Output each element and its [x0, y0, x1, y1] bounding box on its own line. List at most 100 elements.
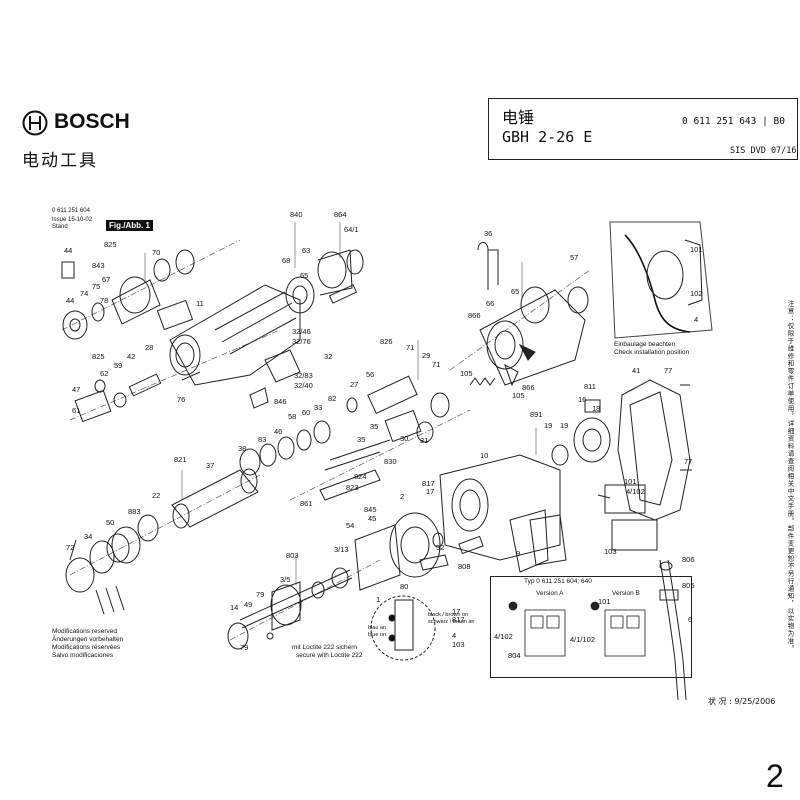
diagram-number: 0 611 251 604 [52, 208, 90, 214]
part-label: 804 [508, 651, 521, 660]
typ-label: Typ 0 611 251 604; 640 [524, 578, 592, 585]
part-label: 42 [127, 352, 136, 361]
part-label: 46 [274, 427, 283, 436]
part-label: 78 [100, 296, 109, 305]
part-label: 54 [346, 521, 355, 530]
part-label: 70 [152, 248, 161, 257]
part-label: 22 [152, 491, 161, 500]
part-label: 33 [314, 403, 323, 412]
part-label: 32/46 [292, 327, 311, 336]
wire-note-3: blau an [368, 625, 387, 631]
part-label: 811 [584, 382, 596, 391]
part-label: 66 [486, 299, 495, 308]
part-label: 16 [578, 395, 587, 404]
sis-reference: SIS DVD 07/16 [730, 146, 797, 156]
wire-note-4: blue on [368, 632, 387, 638]
part-label: 4/102 [626, 487, 645, 496]
loctite-note-de: mit Loctite 222 sichern [292, 644, 358, 651]
part-label: 32/40 [294, 381, 313, 390]
product-title-cn: 电锤 [502, 108, 535, 127]
part-label: 65 [300, 271, 309, 280]
part-label: 825 [104, 240, 117, 249]
part-label: 63 [302, 246, 311, 255]
part-label: 846 [274, 397, 287, 406]
part-label: 52 [436, 543, 445, 552]
version-detail-box [490, 576, 692, 678]
part-label: 32/83 [294, 371, 313, 380]
part-label: 77 [684, 457, 693, 466]
part-label: 30 [400, 434, 409, 443]
part-label: 28 [145, 343, 154, 352]
part-label: 4/1/102 [570, 635, 596, 644]
modifications-note-en: Modifications reserved [52, 628, 118, 635]
brand-name: BOSCH [54, 110, 130, 133]
part-label: 67 [102, 275, 111, 284]
version-switch-drawings [508, 601, 646, 657]
part-label: 11 [196, 299, 204, 308]
part-label: 31 [420, 436, 429, 445]
part-label: 101 [624, 477, 637, 486]
part-label: 102 [690, 289, 703, 298]
part-label: 843 [92, 261, 105, 270]
install-note-de: Einbaulage beachten [614, 341, 676, 348]
part-label: 41 [632, 366, 641, 375]
part-label: 824 [354, 472, 367, 481]
part-label: 825 [92, 352, 105, 361]
version-b-label: Version B [612, 590, 640, 597]
part-label: 19 [544, 421, 553, 430]
part-label: 17 [426, 487, 435, 496]
part-label: 101 [690, 245, 703, 254]
part-label: 103 [604, 547, 617, 556]
part-number: 0 611 251 643 | B0 [682, 116, 785, 127]
part-label: 44 [66, 296, 75, 305]
part-label: 82 [328, 394, 337, 403]
part-label: 77 [664, 366, 673, 375]
title-box [488, 98, 798, 160]
part-label: 74 [80, 289, 89, 298]
install-note-en: Check installation position [614, 349, 690, 356]
part-label: 4/102 [494, 632, 513, 641]
part-label: 840 [290, 210, 303, 219]
part-label: 80 [400, 582, 409, 591]
part-label: 34 [84, 532, 93, 541]
part-label: 65 [511, 287, 520, 296]
part-label: 72 [66, 543, 75, 552]
part-label: 76 [177, 395, 186, 404]
part-label: 62 [100, 369, 109, 378]
part-label: 105 [460, 369, 473, 378]
part-label: 805 [682, 581, 695, 590]
part-label: 830 [384, 457, 397, 466]
part-label: 37 [206, 461, 215, 470]
part-label: 103 [452, 640, 465, 649]
loctite-note-en: secure with Loctite 222 [296, 652, 363, 659]
part-label: 47 [72, 385, 81, 394]
part-label: 60 [302, 408, 311, 417]
status-date: 状 况 : 9/25/2006 [708, 697, 776, 706]
modifications-note-fr: Modifications réservées [52, 644, 121, 651]
part-label: 803 [286, 551, 299, 560]
part-label: 57 [570, 253, 579, 262]
part-label: 19 [560, 421, 569, 430]
version-a-label: Version A [536, 590, 564, 597]
part-label: 44 [64, 246, 73, 255]
brand-subtitle: 电动工具 [22, 151, 98, 171]
figure-label: Fig./Abb. 1 [106, 220, 153, 231]
part-label: 101 [598, 597, 611, 606]
part-label: 861 [300, 499, 313, 508]
part-label: 817 [422, 479, 435, 488]
part-label: 59 [114, 361, 123, 370]
part-label: 71 [432, 360, 441, 369]
part-label: 79 [256, 590, 265, 599]
part-label: 806 [682, 555, 695, 564]
modifications-note-de: Änderungen vorbehalten [52, 636, 124, 643]
part-label: 79 [240, 643, 249, 652]
side-note: 注意：仅限于维修和零件订单使用，详细资料请查阅相关中文手册。部件变更恕不另行通知… [786, 300, 794, 653]
part-label: 32 [324, 352, 333, 361]
bosch-logo [22, 110, 48, 136]
part-label: 49 [244, 600, 253, 609]
part-label: 826 [380, 337, 393, 346]
part-label: 821 [174, 455, 187, 464]
part-label: 32/76 [292, 337, 311, 346]
part-label: 817 [452, 615, 465, 624]
